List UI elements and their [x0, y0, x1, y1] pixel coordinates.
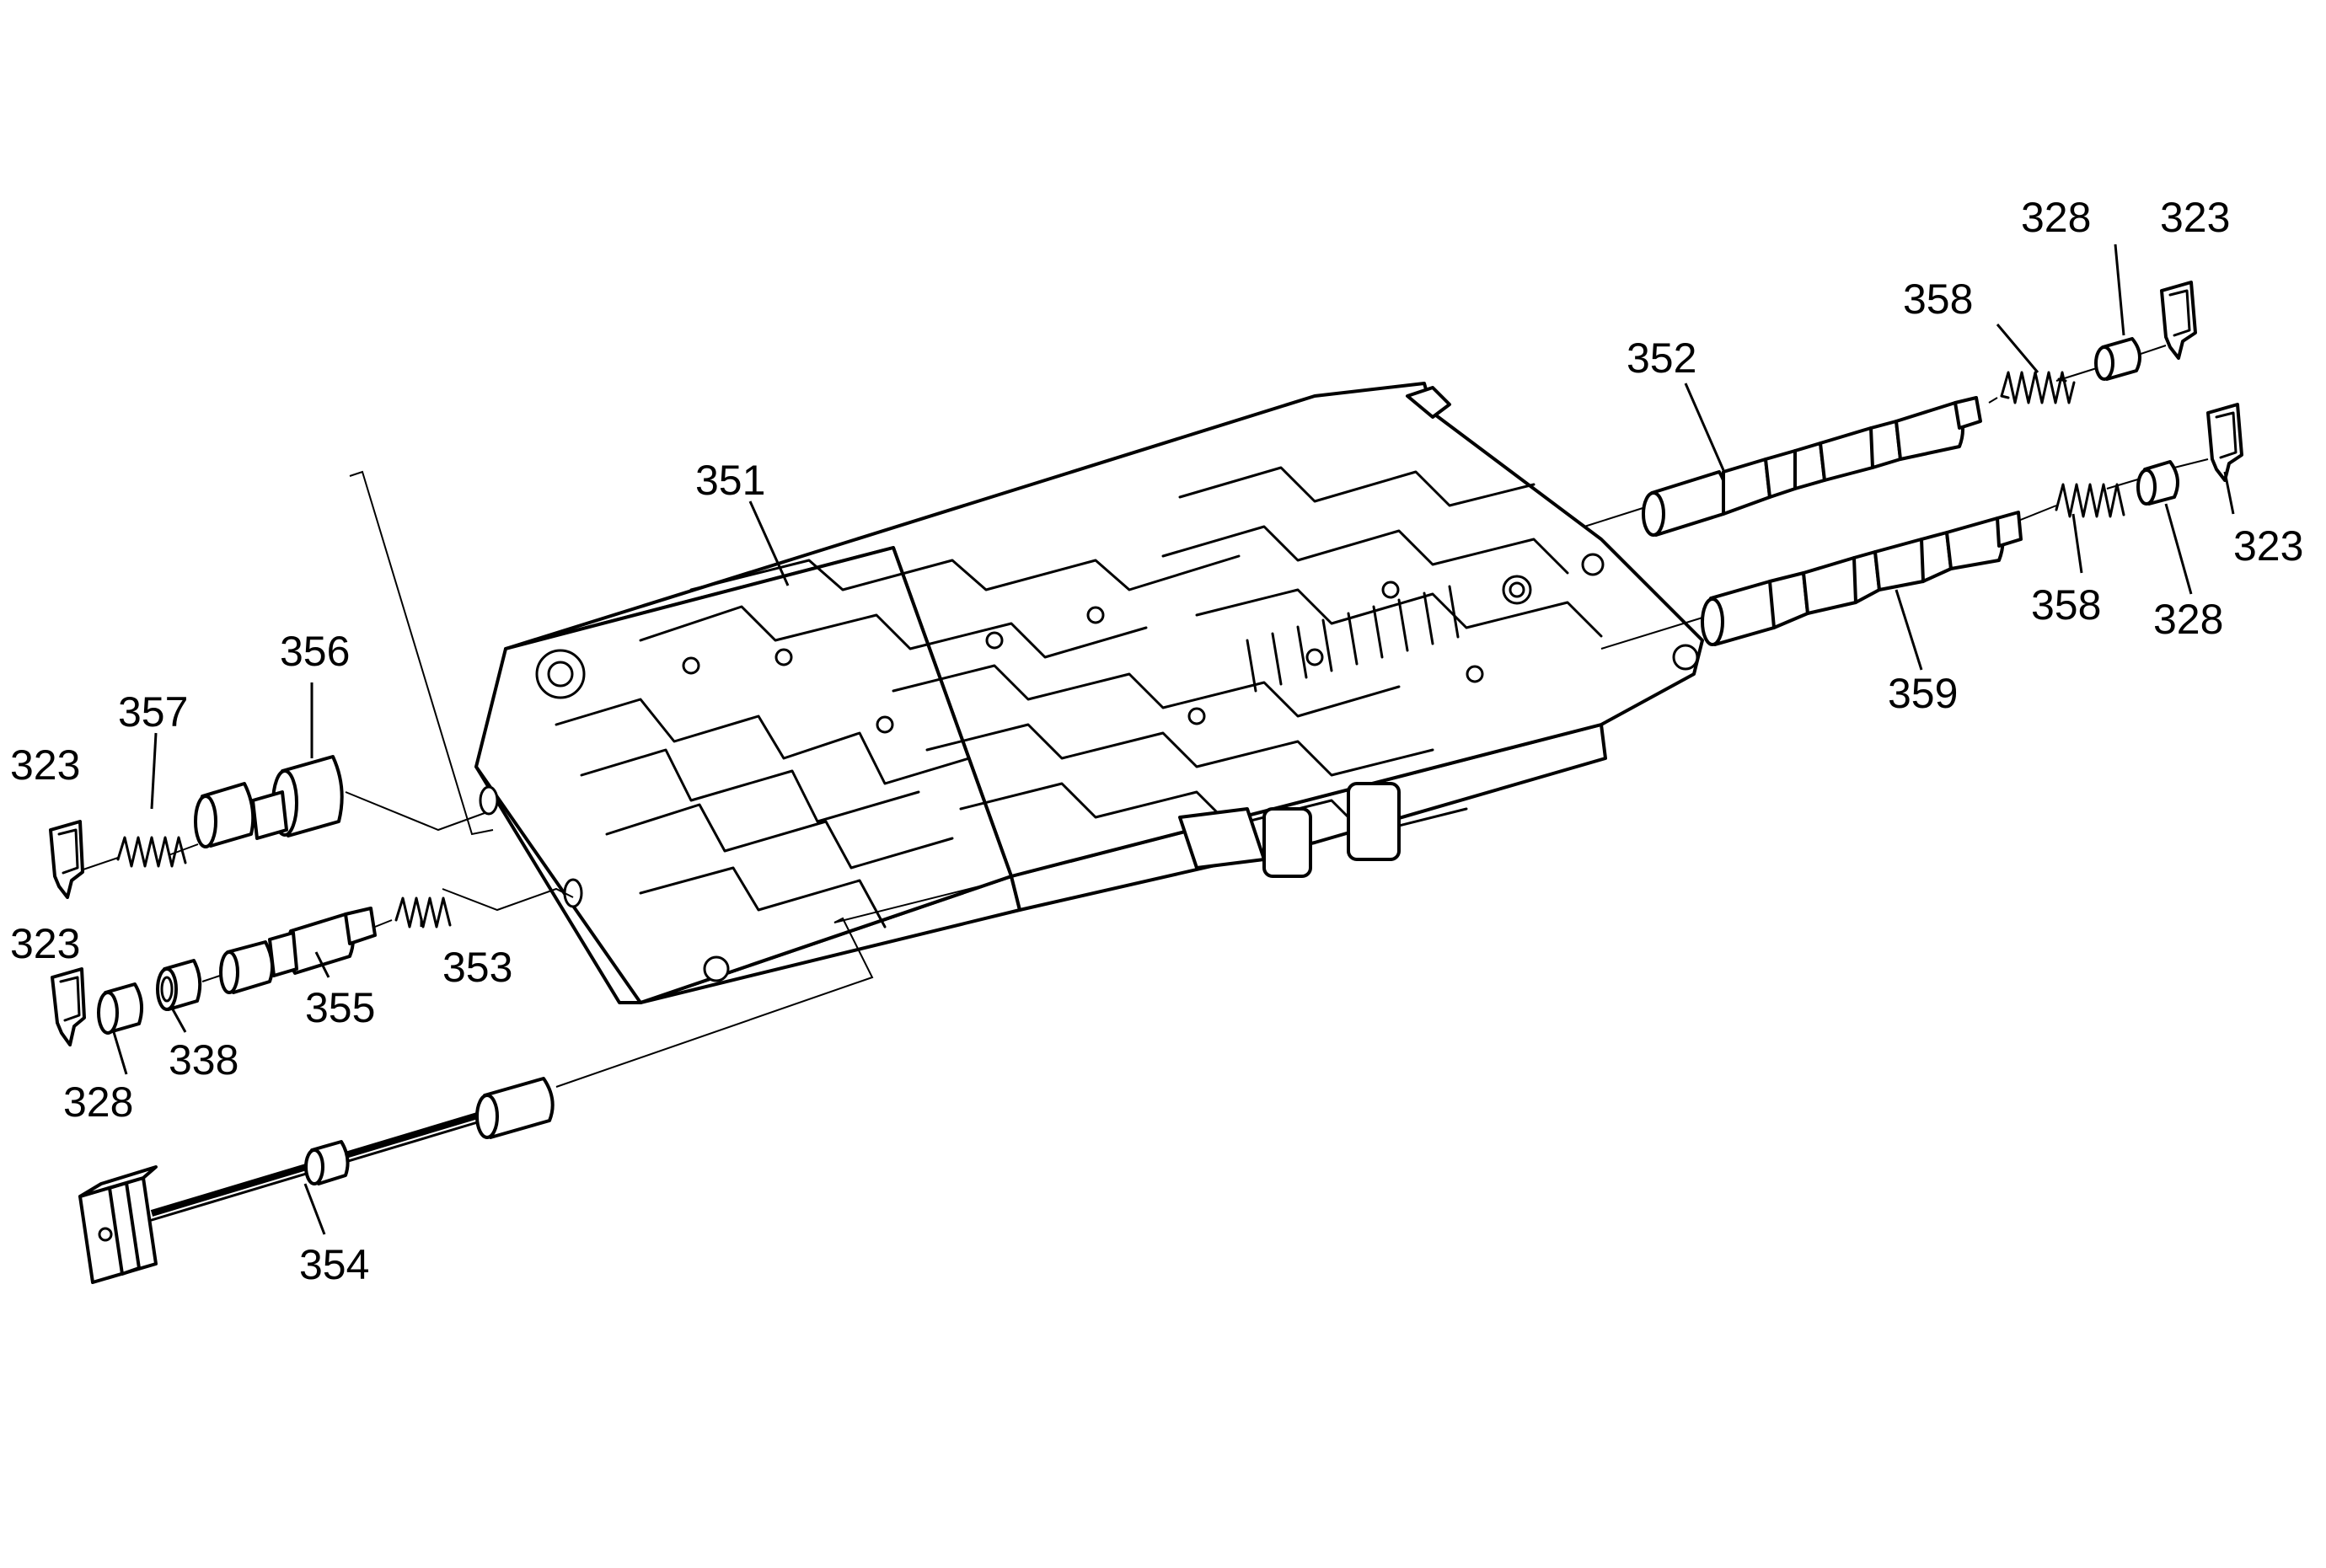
- callout-323-left-bottom: 323: [10, 920, 80, 967]
- callout-358-right: 358: [2031, 581, 2101, 629]
- callout-323-top: 323: [2160, 194, 2230, 241]
- callout-357: 357: [118, 688, 188, 736]
- callout-358-top: 358: [1903, 276, 1973, 323]
- plug-328-right: [2136, 460, 2179, 506]
- callout-328-left: 328: [63, 1078, 133, 1126]
- callout-328-right: 328: [2153, 596, 2223, 643]
- callout-323-left-top: 323: [10, 741, 80, 789]
- callout-labels: 328 323 358 352 351 323 358 328 359 356 …: [10, 194, 2303, 1288]
- rod-354: [78, 1077, 555, 1284]
- clip-323-right: [2206, 403, 2243, 482]
- callout-338: 338: [169, 1036, 238, 1084]
- spring-357: [116, 836, 187, 868]
- callout-351: 351: [695, 457, 765, 504]
- valve-359: [1701, 511, 2023, 646]
- clip-323-left-top: [49, 820, 84, 899]
- sleeve-338: [156, 959, 202, 1011]
- plug-328-left: [97, 982, 144, 1035]
- callout-356: 356: [280, 628, 350, 675]
- callout-328-top: 328: [2021, 194, 2091, 241]
- callout-353: 353: [442, 944, 512, 991]
- assembly-lines: [75, 345, 2209, 1088]
- valve-body-351: [474, 382, 1704, 1004]
- valve-355: [219, 907, 377, 994]
- callout-355: 355: [305, 984, 375, 1031]
- clip-323-left-bottom: [51, 967, 86, 1046]
- callout-352: 352: [1627, 334, 1696, 382]
- valve-356: [194, 755, 344, 848]
- callout-leaders: [112, 243, 2235, 1235]
- clip-323-top: [2160, 281, 2197, 360]
- callout-323-right: 323: [2233, 522, 2303, 570]
- callout-354: 354: [299, 1241, 369, 1288]
- spring-353: [394, 896, 452, 928]
- callout-359: 359: [1888, 670, 1958, 717]
- plug-328-top: [2094, 337, 2141, 381]
- spring-358-right: [2055, 483, 2125, 518]
- spring-358-top: [2000, 371, 2076, 404]
- valve-352: [1642, 396, 1982, 537]
